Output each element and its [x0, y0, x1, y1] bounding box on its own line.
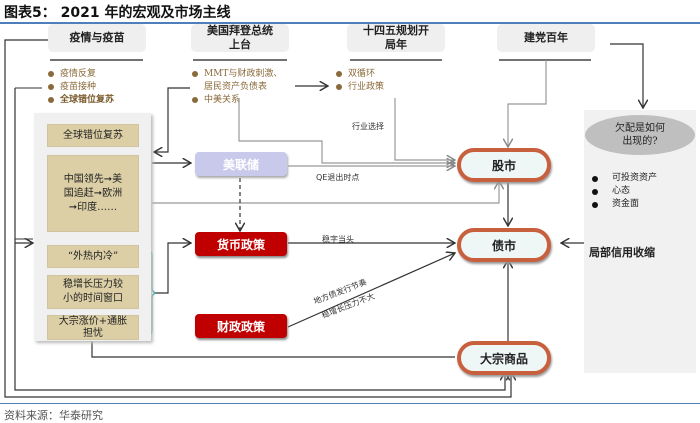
bullet-text: 中美关系 [204, 95, 241, 105]
topbox-party-centenary: 建党百年 [497, 24, 595, 52]
source-note: 资料来源：华泰研究 [4, 409, 103, 422]
bullet-icon [192, 71, 198, 77]
bullet-text: 资金面 [612, 199, 640, 209]
list-item: 可投资资产 [592, 172, 657, 185]
bullet-icon [48, 71, 54, 77]
node-monetary-policy: 货币政策 [195, 232, 287, 256]
bullet-text: 可投资资产 [612, 173, 658, 183]
bullet-text: 疫情反复 [60, 69, 97, 79]
bullet-text: 行业政策 [348, 82, 385, 92]
edge-label-industry-selection: 行业选择 [352, 122, 384, 131]
bullet-text-line1: MMT与财政刺激、 [204, 69, 283, 79]
question-line2: 出现的? [622, 136, 658, 147]
list-item: 心态 [592, 185, 657, 198]
panel-item-line: 大宗涨价+通胀 [58, 315, 128, 327]
topbox-plan-line2: 局年 [385, 38, 407, 51]
plan-bullets: 双循环 行业政策 [336, 68, 384, 94]
bullet-icon [336, 84, 342, 90]
bullet-text: 疫苗接种 [60, 82, 97, 92]
list-item: 疫苗接种 [48, 81, 114, 94]
topbox-biden: 美国拜登总统 上台 [191, 24, 289, 52]
node-fed-label: 美联储 [222, 157, 259, 172]
panel-item-label: 全球错位复苏 [63, 129, 123, 141]
bullet-text: 心态 [612, 186, 631, 196]
bullet-icon [336, 71, 342, 77]
list-item: 双循环 [336, 68, 384, 81]
question-ellipse: 欠配是如何出现的? [585, 115, 695, 155]
pandemic-bullets: 疫情反复 疫苗接种 全球错位复苏 [48, 68, 114, 107]
underallocation-reasons: 可投资资产 心态 资金面 [592, 172, 657, 211]
list-item: 行业政策 [336, 81, 384, 94]
credit-contraction-label: 局部信用收缩 [589, 246, 655, 259]
title-rule [0, 22, 700, 24]
panel-item-line: ➞印度…… [68, 201, 118, 213]
node-stock-market: 股市 [457, 148, 551, 182]
bullet-text-line2: 居民资产负债表 [204, 82, 268, 92]
question-line1: 欠配是如何 [615, 123, 665, 134]
panel-item-line: 国追赶➞欧洲 [63, 187, 123, 199]
node-fiscal-label: 财政政策 [216, 319, 265, 334]
node-fiscal-policy: 财政政策 [195, 314, 287, 338]
topbox-biden-line2: 上台 [229, 38, 251, 51]
bullet-icon [192, 97, 198, 103]
list-item: MMT与财政刺激、居民资产负债表 [192, 68, 282, 94]
panel-item-line: 稳增长压力较 [63, 279, 123, 290]
bullet-text: MMT与财政刺激、居民资产负债表 [204, 68, 282, 94]
figure-title: 图表5： 2021 年的宏观及市场主线 [4, 5, 231, 21]
list-item: 疫情反复 [48, 68, 114, 81]
node-monetary-label: 货币政策 [216, 237, 265, 252]
topbox-biden-line1: 美国拜登总统 [207, 24, 273, 37]
node-stock-label: 股市 [491, 158, 516, 173]
bullet-icon [48, 97, 54, 103]
biden-bullets: MMT与财政刺激、居民资产负债表 中美关系 [192, 68, 282, 107]
topbox-party-label: 建党百年 [524, 31, 568, 44]
node-fed: 美联储 [195, 152, 287, 176]
panel-item-recovery-order: 中国领先➞美 国追赶➞欧洲 ➞印度…… [47, 155, 139, 232]
question-text: 欠配是如何出现的? [615, 122, 665, 148]
node-bond-market: 债市 [457, 228, 551, 262]
topbox-plan-line1: 十四五规划开 [363, 24, 429, 37]
edge-label-stable-first: 稳字当头 [322, 235, 354, 244]
panel-item-global-recovery: 全球错位复苏 [47, 124, 139, 147]
bullet-icon [592, 188, 598, 195]
node-bond-label: 债市 [491, 238, 516, 253]
panel-item-hot-outside-cold-inside: “外热内冷” [47, 245, 139, 268]
topbox-pandemic: 疫情与疫苗 [48, 24, 146, 52]
topbox-14th-plan: 十四五规划开 局年 [347, 24, 445, 52]
list-item: 中美关系 [192, 94, 282, 107]
node-commodities: 大宗商品 [457, 341, 551, 375]
panel-item-line: 中国领先➞美 [63, 173, 123, 185]
bullet-icon [48, 84, 54, 90]
edge-label-qe-exit: QE退出时点 [316, 173, 360, 182]
list-item: 全球错位复苏 [48, 94, 114, 107]
topbox-pandemic-label: 疫情与疫苗 [69, 31, 125, 44]
panel-item-line: 担忧 [83, 327, 103, 339]
panel-item-growth-window: 稳增长压力较 小的时间窗口 [47, 275, 139, 309]
bullet-icon [592, 175, 598, 182]
bullet-icon [592, 201, 598, 208]
list-item: 资金面 [592, 198, 657, 211]
bullet-text: 双循环 [348, 69, 376, 79]
bottom-rule [0, 403, 700, 404]
panel-item-inflation-concern: 大宗涨价+通胀 担忧 [47, 315, 139, 340]
bullet-text: 全球错位复苏 [60, 95, 115, 105]
outer-loop-line [4, 39, 511, 398]
node-commodity-label: 大宗商品 [479, 351, 528, 366]
panel-item-line: 小的时间窗口 [63, 293, 123, 304]
panel-item-label: “外热内冷” [67, 250, 119, 262]
